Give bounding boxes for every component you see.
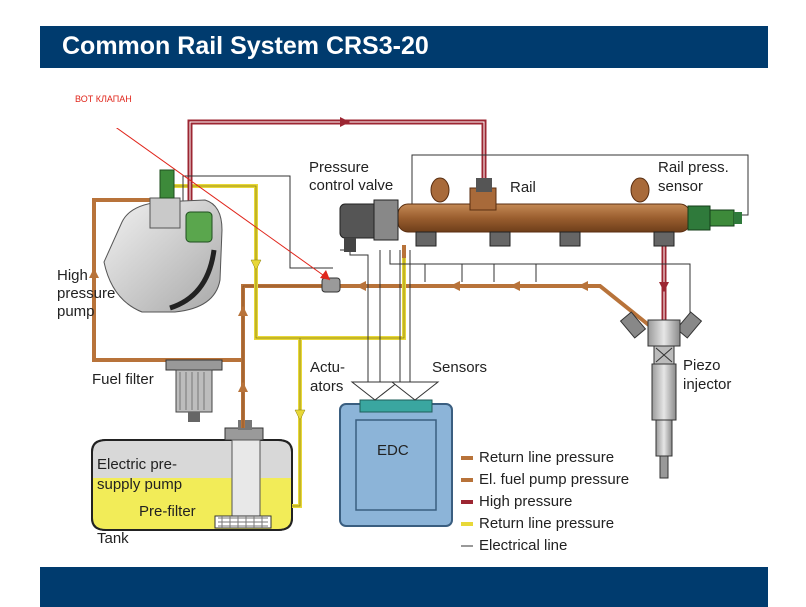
legend-swatch-el-fuel: [461, 478, 473, 482]
edc-unit: [339, 399, 453, 527]
label-presupply-2: supply pump: [97, 476, 182, 493]
legend-swatch-return-brown: [461, 456, 473, 460]
rail: [397, 177, 691, 247]
annotation-background: [72, 104, 144, 128]
label-actuators-2: ators: [310, 378, 343, 395]
fuel-filter: [165, 359, 223, 422]
annotation-arrow: [99, 115, 331, 281]
footer-bar: [40, 567, 768, 607]
electrical-lines: [182, 154, 749, 382]
label-prefilter: Pre-filter: [139, 503, 196, 520]
edc-connectors: [350, 381, 440, 401]
pressure-control-valve: [339, 199, 399, 252]
pressure-control-valve-small: [321, 277, 341, 293]
piezo-injector: [619, 311, 703, 479]
label-piezo-1: Piezo: [683, 357, 721, 374]
label-presupply-1: Electric pre-: [97, 456, 177, 473]
label-actuators-1: Actu-: [310, 359, 345, 376]
label-rail: Rail: [510, 179, 536, 196]
legend-item: El. fuel pump pressure: [479, 471, 629, 488]
legend-swatch-high: [461, 500, 473, 504]
label-piezo-2: injector: [683, 376, 731, 393]
label-pump-3: pump: [57, 303, 95, 320]
legend-item: Return line pressure: [479, 449, 614, 466]
legend-item: Electrical line: [479, 537, 567, 554]
legend-item: High pressure: [479, 493, 572, 510]
label-pcv-1: Pressure: [309, 159, 369, 176]
flow-arrows: [89, 268, 588, 392]
label-fuel-filter: Fuel filter: [92, 371, 154, 388]
legend: Return line pressure El. fuel pump press…: [461, 449, 629, 554]
annotation-note: ВОТ КЛАПАН: [75, 94, 132, 104]
label-sensors: Sensors: [432, 359, 487, 376]
high-pressure-pump: [103, 169, 223, 313]
rail-pressure-sensor: [687, 205, 742, 231]
label-sensor-2: sensor: [658, 178, 703, 195]
legend-swatch-return-yellow: [461, 522, 473, 526]
label-pcv-2: control valve: [309, 177, 393, 194]
label-pump-2: pressure: [57, 285, 115, 302]
legend-item: Return line pressure: [479, 515, 614, 532]
label-edc: EDC: [377, 442, 409, 459]
header-bar: Common Rail System CRS3-20: [40, 26, 768, 68]
label-pump-1: High: [57, 267, 88, 284]
label-tank: Tank: [97, 530, 129, 547]
label-sensor-1: Rail press.: [658, 159, 729, 176]
page-title: Common Rail System CRS3-20: [62, 32, 429, 60]
